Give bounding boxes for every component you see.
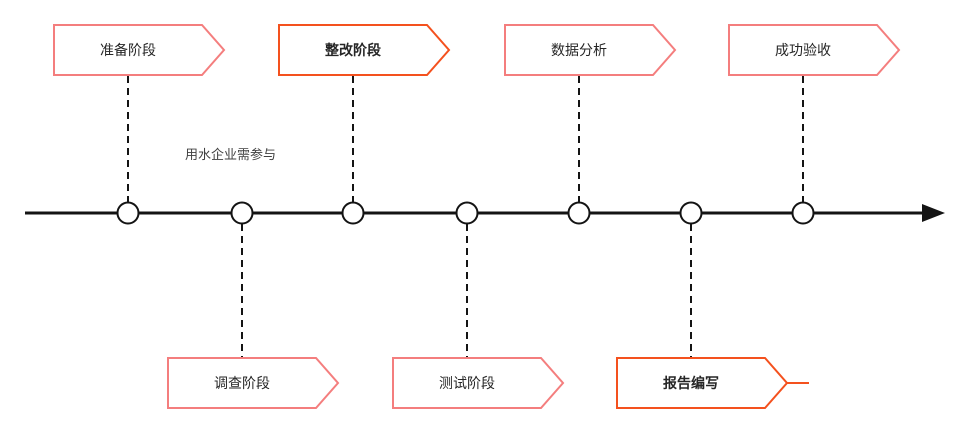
annotation-text: 用水企业需参与 [185,147,277,162]
stage-banner-label-preparation[interactable]: 准备阶段 [100,42,156,58]
stage-banner-label-investigation[interactable]: 调查阶段 [214,375,270,391]
timeline-node-circle[interactable] [791,201,815,225]
timeline-arrowhead [922,204,945,222]
timeline-node-circle[interactable] [341,201,365,225]
stage-banner-shape-rectify[interactable] [278,24,451,76]
stage-banner-shape-report[interactable] [616,357,809,409]
stage-banner-label-analysis[interactable]: 数据分析 [551,42,607,58]
stage-banner-shape-acceptance[interactable] [728,24,901,76]
timeline-node-circle[interactable] [230,201,254,225]
stage-banner-shape-preparation[interactable] [53,24,226,76]
stage-banner-label-rectify[interactable]: 整改阶段 [325,42,381,58]
stage-banner-shape-testing[interactable] [392,357,565,409]
timeline-node-circle[interactable] [567,201,591,225]
timeline-node-circle[interactable] [455,201,479,225]
stage-banner-label-report[interactable]: 报告编写 [663,375,719,391]
timeline-node-circle[interactable] [116,201,140,225]
timeline-node-circle[interactable] [679,201,703,225]
stage-banner-shape-analysis[interactable] [504,24,677,76]
stage-banner-label-acceptance[interactable]: 成功验收 [775,42,831,58]
stage-banner-shape-investigation[interactable] [167,357,340,409]
stage-banner-label-testing[interactable]: 测试阶段 [439,375,495,391]
